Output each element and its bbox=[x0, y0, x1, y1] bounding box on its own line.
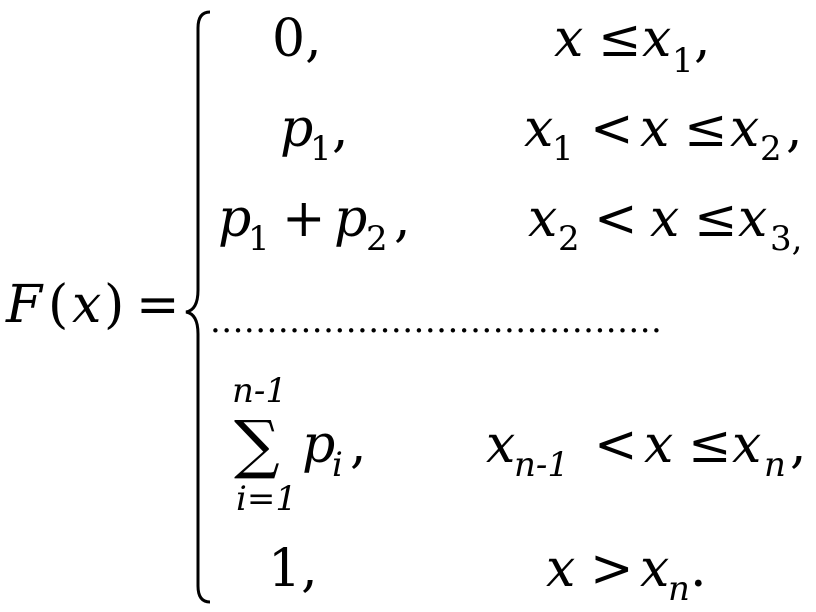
case-row-1: 0, x ≤ x 1 , bbox=[272, 9, 711, 81]
row3-cond-le: ≤ bbox=[694, 189, 738, 249]
row5-cond-lt: < bbox=[594, 415, 638, 475]
sum-lower-limit: i=1 bbox=[236, 479, 297, 519]
row6-cond-x: x bbox=[546, 539, 575, 599]
case-row-last: 1, x > x n . bbox=[268, 539, 707, 609]
row6-cond-gt: > bbox=[590, 539, 634, 599]
row2-cond-x1: x bbox=[524, 99, 553, 159]
row3-cond-x3: x bbox=[738, 189, 767, 249]
continuation-dots: ........................................ bbox=[210, 301, 662, 341]
row5-cond-comma: , bbox=[790, 415, 807, 475]
row5-value-p-sub: i bbox=[332, 445, 343, 485]
row1-value: 0, bbox=[272, 9, 322, 69]
row5-value-comma: , bbox=[350, 415, 367, 475]
row3-value-comma: , bbox=[394, 189, 411, 249]
case-row-2: p 1 , x 1 < x ≤ x 2 , bbox=[280, 99, 803, 169]
row3-value-p2-sub: 2 bbox=[366, 219, 388, 259]
lhs-close-paren: ) bbox=[104, 275, 124, 335]
row5-cond-x: x bbox=[644, 415, 673, 475]
row2-cond-x2-sub: 2 bbox=[760, 129, 782, 169]
lhs-variable: x bbox=[72, 275, 101, 335]
row3-value-plus: + bbox=[282, 189, 326, 249]
lhs-function: F bbox=[5, 275, 44, 335]
row5-cond-le: ≤ bbox=[688, 415, 732, 475]
row3-cond-x3-sub: 3, bbox=[770, 219, 802, 259]
row5-value-p: p bbox=[302, 415, 335, 475]
row6-cond-period: . bbox=[690, 539, 707, 599]
left-brace bbox=[185, 10, 211, 604]
row6-value: 1, bbox=[268, 539, 318, 599]
row1-cond-le: ≤ bbox=[598, 9, 642, 69]
row1-cond-comma: , bbox=[694, 9, 711, 69]
row2-cond-le: ≤ bbox=[684, 99, 728, 159]
row2-cond-x: x bbox=[640, 99, 669, 159]
case-row-3: p 1 + p 2 , x 2 < x ≤ x 3, bbox=[218, 189, 802, 259]
row3-cond-x2: x bbox=[528, 189, 557, 249]
row5-cond-xn1-sub: n-1 bbox=[514, 445, 569, 485]
formula-lhs: F ( x ) = bbox=[5, 275, 180, 335]
case-row-sum: n-1 ∑ i=1 p i , x n-1 < x ≤ x n , bbox=[232, 371, 807, 519]
row5-cond-xn1: x bbox=[486, 415, 515, 475]
row2-cond-lt: < bbox=[590, 99, 634, 159]
lhs-open-paren: ( bbox=[48, 275, 68, 335]
row3-cond-x2-sub: 2 bbox=[558, 219, 580, 259]
row2-cond-comma: , bbox=[786, 99, 803, 159]
row2-cond-x2: x bbox=[730, 99, 759, 159]
row6-cond-xn: x bbox=[640, 539, 669, 599]
row3-value-p1: p bbox=[218, 189, 251, 249]
row2-value-comma: , bbox=[332, 99, 349, 159]
row2-cond-x1-sub: 1 bbox=[552, 129, 574, 169]
row3-value-p2: p bbox=[334, 189, 367, 249]
row1-cond-x1-sub: 1 bbox=[672, 41, 694, 81]
row1-cond-x1: x bbox=[642, 9, 671, 69]
sum-upper-limit: n-1 bbox=[232, 371, 287, 411]
row1-cond-x: x bbox=[554, 9, 583, 69]
row3-value-p1-sub: 1 bbox=[248, 219, 270, 259]
row3-cond-lt: < bbox=[594, 189, 638, 249]
row5-cond-xn-sub: n bbox=[764, 445, 786, 485]
row2-value-p-sub: 1 bbox=[310, 129, 332, 169]
row6-cond-xn-sub: n bbox=[668, 569, 690, 609]
sum-symbol: ∑ bbox=[234, 408, 280, 482]
row5-cond-xn: x bbox=[732, 415, 761, 475]
row3-cond-x: x bbox=[650, 189, 679, 249]
row2-value-p: p bbox=[280, 99, 313, 159]
lhs-equals: = bbox=[136, 275, 180, 335]
